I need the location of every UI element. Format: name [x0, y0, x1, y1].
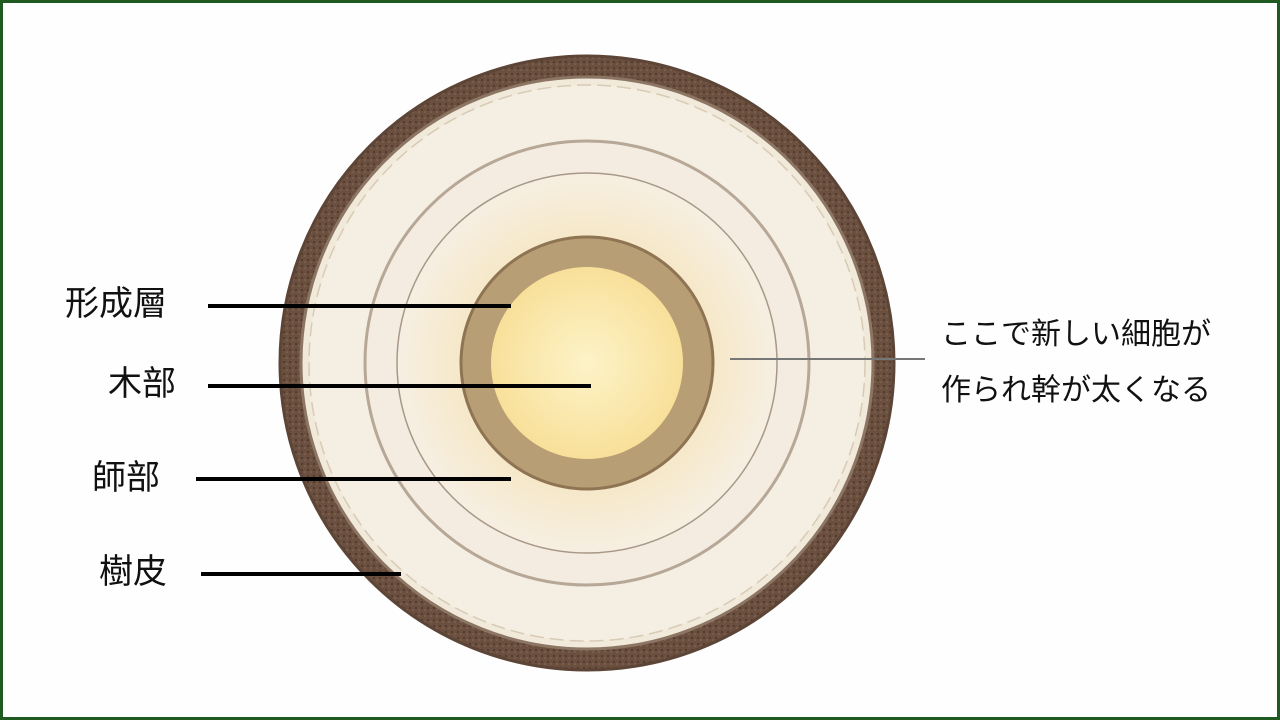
- growth-note-line1: ここで新しい細胞が: [941, 317, 1211, 352]
- label-phloem: 師部: [92, 458, 160, 498]
- xylem-core: [491, 267, 683, 459]
- growth-note: ここで新しい細胞が 作られ幹が太くなる: [941, 307, 1211, 419]
- label-bark: 樹皮: [99, 552, 167, 592]
- label-cambium: 形成層: [65, 284, 167, 324]
- trunk-cross-section: [196, 54, 925, 672]
- growth-note-line2: 作られ幹が太くなる: [941, 373, 1211, 408]
- label-xylem: 木部: [108, 364, 176, 404]
